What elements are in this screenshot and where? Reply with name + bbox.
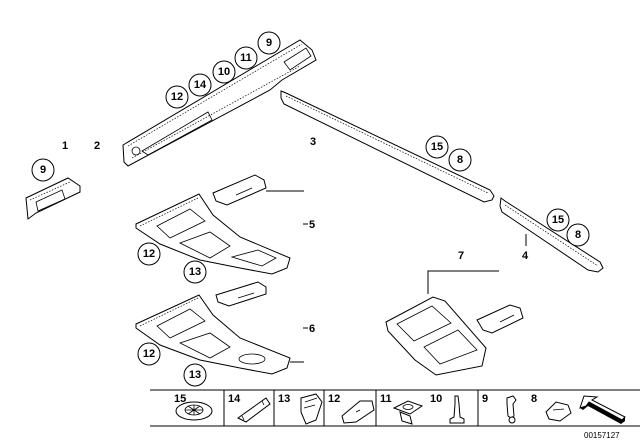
trim-strip-part-4[interactable] [499, 197, 604, 273]
svg-text:10: 10 [430, 393, 442, 405]
hardware-strip [150, 389, 640, 427]
direction-arrow-icon [579, 395, 626, 424]
svg-text:11: 11 [380, 393, 392, 405]
hardware-item-10[interactable]: 10 [430, 393, 465, 424]
label-part-5: 5 [309, 219, 315, 231]
svg-text:14: 14 [194, 79, 207, 91]
console-trim-part-7[interactable] [385, 296, 487, 376]
callouts-trim3: 15 8 [425, 135, 472, 172]
callouts-trim2: 12 14 10 11 9 [165, 31, 281, 109]
callouts-console6: 12 13 [137, 342, 207, 387]
mounting-clip-icon [392, 400, 424, 425]
label-part-3: 3 [310, 136, 316, 148]
expanding-nut-icon [175, 401, 213, 421]
svg-text:12: 12 [171, 91, 183, 103]
hardware-item-15[interactable]: 15 [174, 393, 213, 421]
trim-part-2[interactable] [122, 39, 317, 167]
stud-pin-icon [449, 395, 465, 424]
label-part-7: 7 [458, 250, 464, 262]
svg-text:14: 14 [228, 393, 241, 405]
svg-text:8: 8 [575, 229, 581, 241]
leader-part-7 [427, 270, 499, 294]
grommet-icon [341, 400, 375, 424]
callout-trim1-0: 9 [31, 158, 55, 182]
svg-text:13: 13 [189, 369, 201, 381]
svg-text:13: 13 [278, 393, 290, 405]
svg-text:9: 9 [40, 164, 46, 176]
svg-text:12: 12 [143, 248, 155, 260]
callouts-console5: 12 13 [137, 242, 207, 284]
label-part-6: 6 [309, 323, 315, 335]
callouts-trim4: 15 8 [546, 208, 590, 247]
console-lid-part-7[interactable] [476, 304, 524, 334]
console-lid-part-6[interactable] [215, 281, 267, 307]
hardware-item-11[interactable]: 11 [380, 393, 424, 425]
spring-clip-icon [300, 393, 323, 425]
svg-text:15: 15 [174, 393, 186, 405]
label-part-2: 2 [94, 140, 100, 152]
hardware-item-9[interactable]: 9 [482, 393, 517, 424]
svg-text:8: 8 [457, 154, 463, 166]
hardware-item-14[interactable]: 14 [228, 393, 271, 423]
adhesive-pad-icon [545, 401, 572, 422]
svg-text:9: 9 [482, 393, 488, 405]
trim-part-1[interactable] [25, 177, 81, 220]
svg-text:13: 13 [189, 266, 201, 278]
label-part-1: 1 [62, 140, 68, 152]
hardware-item-12[interactable]: 12 [328, 393, 375, 424]
label-part-4: 4 [522, 250, 529, 262]
svg-text:12: 12 [143, 348, 155, 360]
hardware-item-13[interactable]: 13 [278, 393, 323, 425]
svg-text:11: 11 [240, 52, 252, 64]
hardware-item-8[interactable]: 8 [531, 393, 572, 422]
svg-text:15: 15 [552, 214, 564, 226]
svg-text:8: 8 [531, 393, 537, 405]
svg-text:9: 9 [266, 37, 272, 49]
retaining-clip-icon [506, 395, 517, 424]
svg-text:12: 12 [328, 393, 340, 405]
console-trim-part-5[interactable] [135, 193, 291, 275]
svg-text:10: 10 [218, 66, 230, 78]
clip-bracket-icon [237, 397, 271, 423]
document-number: 00157127 [584, 431, 620, 440]
console-lid-part-5[interactable] [212, 174, 267, 206]
console-trim-part-6[interactable] [135, 294, 291, 375]
svg-text:15: 15 [431, 141, 443, 153]
trim-strip-part-3[interactable] [280, 90, 495, 203]
